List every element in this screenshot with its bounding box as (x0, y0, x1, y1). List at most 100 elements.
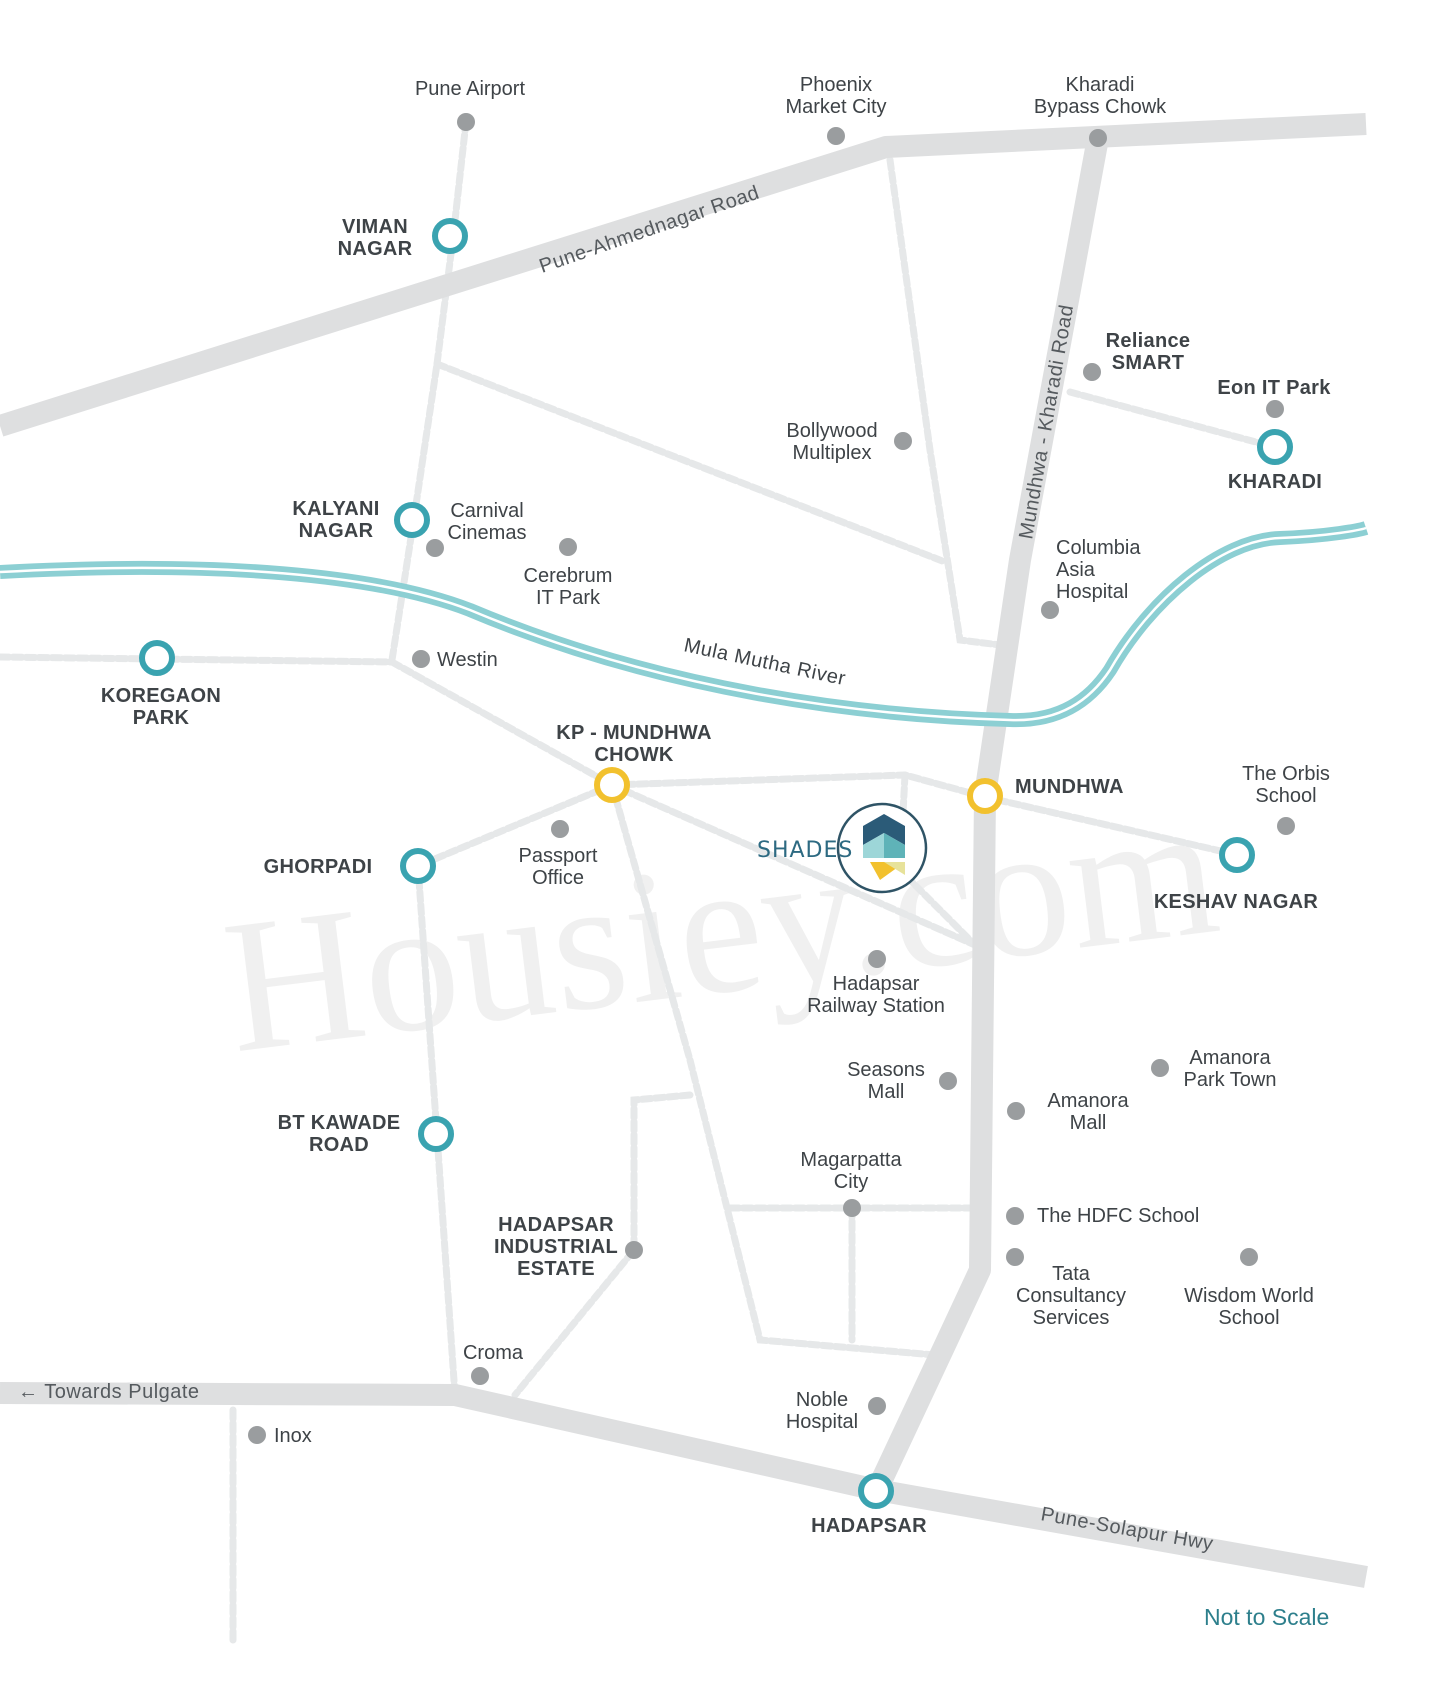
poi-westin-label: Westin (437, 649, 498, 671)
poi-bollywood-multiplex-label-line: Multiplex (793, 442, 872, 464)
station-ring (418, 1116, 454, 1152)
poi-marker (1089, 129, 1107, 147)
station-viman-nagar-label-line: NAGAR (338, 238, 413, 260)
poi-pune-airport-label: Pune Airport (415, 78, 526, 100)
poi-amanora-park-town-label-line: Amanora (1189, 1047, 1271, 1069)
station-koregaon-park-label-line: KOREGAON (101, 685, 221, 707)
minor-road-passport-south (608, 781, 939, 1359)
minor-road-westin-kp (388, 658, 616, 789)
poi-carnival-cinemas-label-line: Carnival (450, 500, 523, 522)
poi-pune-airport: Pune Airport (415, 78, 526, 131)
project-shades-logo: SHADES (757, 802, 928, 894)
station-ring (1219, 837, 1255, 873)
minor-roads (0, 118, 1282, 1644)
poi-hadapsar-railway-station-label-line: Hadapsar (833, 973, 920, 995)
station-keshav-nagar-label-line: KESHAV NAGAR (1154, 891, 1319, 913)
poi-marker (1041, 601, 1059, 619)
poi-eon-it-park: Eon IT Park (1217, 377, 1331, 418)
poi-magarpatta-city-label-line: Magarpatta (800, 1149, 902, 1171)
poi-pune-airport-label-line: Pune Airport (415, 78, 526, 100)
poi-marker (625, 1241, 643, 1259)
minor-road-phoenix (886, 156, 1004, 649)
poi-amanora-mall-label-line: Mall (1070, 1112, 1107, 1134)
poi-the-hdfc-school-label-line: The HDFC School (1037, 1205, 1199, 1227)
road-label-solapur: Pune-Solapur Hwy (1039, 1503, 1215, 1555)
junction-mundhwa-label: MUNDHWA (1015, 776, 1124, 798)
poi-marker (1006, 1248, 1024, 1266)
station-ring (1257, 429, 1293, 465)
road-label-ahmednagar: Pune-Ahmednagar Road (536, 182, 762, 278)
junction-kp-mundhwa-chowk-label-line: KP - MUNDHWA (556, 722, 711, 744)
poi-the-orbis-school-label-line: The Orbis (1242, 763, 1330, 785)
main-roads (0, 113, 1368, 1588)
poi-marker (412, 650, 430, 668)
poi-tata-consultancy-services-label-line: Tata (1052, 1263, 1091, 1285)
poi-inox-label-line: Inox (274, 1425, 312, 1447)
junction-mundhwa: MUNDHWA (967, 776, 1124, 814)
station-kharadi: KHARADI (1228, 429, 1322, 493)
poi-reliance-smart-label-line: Reliance (1106, 330, 1191, 352)
poi-inox: Inox (248, 1425, 312, 1447)
poi-inox-label: Inox (274, 1425, 312, 1447)
minor-road-industrial (511, 1091, 694, 1399)
poi-phoenix-market-city-label-line: Phoenix (800, 74, 872, 96)
poi-noble-hospital-label-line: Noble (796, 1389, 848, 1411)
poi-columbia-asia-hospital-label-line: Asia (1056, 559, 1096, 581)
poi-wisdom-world-school-label-line: School (1218, 1307, 1279, 1329)
station-hadapsar-label: HADAPSAR (811, 1515, 927, 1537)
poi-marker (1007, 1102, 1025, 1120)
minor-road-mundhwa-keshav (981, 793, 1242, 859)
minor-road-airport (388, 118, 470, 664)
station-koregaon-park-label-line: PARK (133, 707, 190, 729)
station-ring (394, 502, 430, 538)
minor-road-ghorpadi (414, 781, 616, 870)
poi-eon-it-park-label: Eon IT Park (1217, 377, 1331, 399)
poi-the-orbis-school-label-line: School (1255, 785, 1316, 807)
minor-road-kp-mundhwa (608, 771, 989, 801)
poi-westin: Westin (412, 649, 498, 671)
poi-marker (894, 432, 912, 450)
poi-hadapsar-industrial-estate-label-line: ESTATE (517, 1258, 595, 1280)
station-kharadi-label-line: KHARADI (1228, 471, 1322, 493)
poi-carnival-cinemas-label-line: Cinemas (448, 522, 527, 544)
station-kharadi-label: KHARADI (1228, 471, 1322, 493)
station-hadapsar-label-line: HADAPSAR (811, 1515, 927, 1537)
poi-marker (868, 950, 886, 968)
scale-note: Not to Scale (1204, 1604, 1329, 1630)
station-bt-kawade-road-label-line: BT KAWADE (278, 1112, 401, 1134)
minor-road-kalyani-east (433, 360, 949, 566)
poi-marker (1240, 1248, 1258, 1266)
road-label-pulgate: ← Towards Pulgate (18, 1381, 200, 1403)
poi-bollywood-multiplex-label-line: Bollywood (786, 420, 877, 442)
station-kalyani-nagar-label-line: NAGAR (299, 520, 374, 542)
poi-columbia-asia-hospital-label-line: Columbia (1056, 537, 1141, 559)
poi-wisdom-world-school-label-line: Wisdom World (1184, 1285, 1314, 1307)
poi-croma-label: Croma (463, 1342, 524, 1364)
station-viman-nagar-label-line: VIMAN (342, 216, 408, 238)
poi-cerebrum-it-park-label-line: IT Park (536, 587, 601, 609)
